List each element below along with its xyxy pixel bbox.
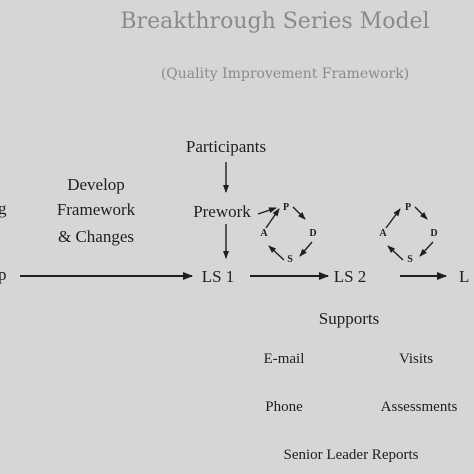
- pdsa-cycle-2: P D S A: [379, 202, 437, 265]
- pdsa2-arrow-sa: [387, 245, 404, 261]
- pdsa1-arrow-ds: [299, 241, 313, 257]
- support-email: E-mail: [264, 351, 305, 367]
- pdsa2-a: A: [379, 228, 387, 239]
- ls1-label: LS 1: [202, 267, 235, 286]
- support-visits: Visits: [399, 351, 433, 367]
- develop-label-line1: Develop: [67, 175, 125, 194]
- pdsa1-p: P: [283, 202, 289, 213]
- ls2-label: LS 2: [334, 267, 367, 286]
- pdsa2-arrow-ds: [419, 241, 434, 257]
- pdsa1-arrow-sa: [268, 245, 285, 261]
- diagram-title: Breakthrough Series Model: [120, 9, 429, 34]
- participants-label: Participants: [186, 137, 266, 156]
- pdsa-cycle-1: P D S A: [257, 202, 317, 265]
- support-assessments: Assessments: [381, 399, 458, 415]
- left-label-bottom: p: [0, 265, 7, 284]
- pdsa1-a: A: [260, 228, 268, 239]
- ls3-label: L: [459, 267, 469, 286]
- pdsa2-p: P: [405, 202, 411, 213]
- pdsa1-s: S: [287, 254, 293, 265]
- support-senior-leader-reports: Senior Leader Reports: [284, 447, 419, 463]
- pdsa2-d: D: [430, 228, 437, 239]
- supports-heading: Supports: [319, 309, 379, 328]
- prework-label: Prework: [193, 202, 251, 221]
- pdsa1-arrow-pd: [292, 206, 306, 220]
- pdsa2-arrow-pd: [414, 206, 428, 220]
- pdsa2-arrow-ap: [385, 208, 401, 229]
- develop-label-line3: & Changes: [58, 227, 134, 246]
- diagram-subtitle: (Quality Improvement Framework): [161, 66, 409, 82]
- pdsa2-s: S: [407, 254, 413, 265]
- pdsa1-arrow-ap: [265, 208, 280, 229]
- left-label-top: g: [0, 199, 7, 218]
- support-phone: Phone: [265, 399, 303, 415]
- develop-label-line2: Framework: [57, 200, 136, 219]
- pdsa1-d: D: [309, 228, 316, 239]
- prework-to-pdsa1-arrow: [257, 207, 277, 215]
